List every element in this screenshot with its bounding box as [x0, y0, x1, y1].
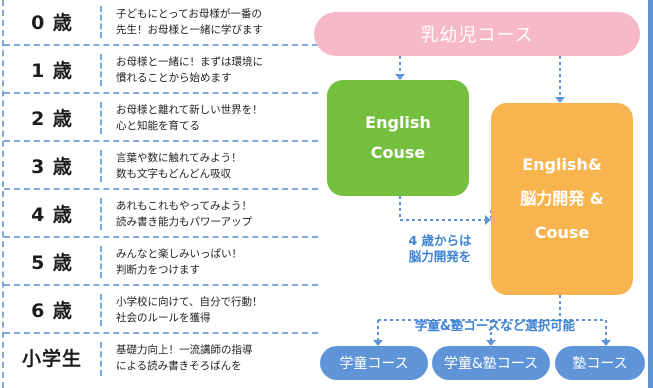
description-line: お母様と離れて新しい世界を！ — [116, 104, 263, 116]
afterschool-course-pill: 学童コース — [320, 346, 428, 380]
age-label: 4 歳 — [31, 204, 73, 226]
age-description: お母様と一緒に！まずは環境に 慣れることから始めます — [116, 54, 316, 86]
description-line: による読み書きそろばんを — [116, 360, 242, 372]
description-line: みんなと楽しみいっぱい！ — [116, 248, 242, 260]
age-description: 言葉や数に触れてみよう！ 数も文字もどんどん吸収 — [116, 150, 316, 182]
age-label: 3 歳 — [31, 156, 73, 178]
age-label: 6 歳 — [31, 300, 73, 322]
description-line: 先生！お母様と一緒に学びます — [116, 24, 263, 36]
age-table-left-border — [2, 0, 316, 388]
description-line: 言葉や数に触れてみよう！ — [116, 152, 242, 164]
arrowhead-down-icon — [373, 340, 383, 346]
age-description: 小学校に向けて、自分で行動！ 社会のルールを獲得 — [116, 294, 316, 326]
combined-course-line: English& — [522, 155, 602, 174]
english-course-box: English Couse — [327, 80, 469, 196]
description-line: 子どもにとってお母様が一番の — [116, 8, 262, 20]
arrowhead-down-icon — [395, 74, 405, 80]
description-line: 社会のルールを獲得 — [116, 312, 211, 324]
age-row-3: 3 歳 言葉や数に触れてみよう！ 数も文字もどんどん吸収 — [4, 144, 318, 190]
row-divider — [100, 294, 102, 326]
age-row-elementary: 小学生 基礎力向上！一流講師の指導 による読み書きそろばんを — [4, 336, 318, 382]
combined-course-box: English& 脳力開発 & Couse — [491, 103, 633, 295]
description-line: 数も文字もどんどん吸収 — [116, 168, 231, 180]
description-line: 基礎力向上！一流講師の指導 — [116, 344, 253, 356]
note-line: 脳力開発を — [408, 249, 472, 264]
age-description: お母様と離れて新しい世界を！ 心と知能を育てる — [116, 102, 316, 134]
row-divider — [100, 150, 102, 182]
age-label: 小学生 — [21, 348, 82, 370]
row-divider — [100, 6, 102, 38]
row-divider — [100, 54, 102, 86]
description-line: 慣れることから始めます — [116, 72, 232, 84]
note-line: 4 歳からは — [408, 233, 472, 248]
description-line: 小学校に向けて、自分で行動！ — [116, 296, 263, 308]
age-description: みんなと楽しみいっぱい！ 判断力をつけます — [116, 246, 316, 278]
description-line: お母様と一緒に！まずは環境に — [116, 56, 263, 68]
row-divider — [100, 246, 102, 278]
age-description: あれもこれもやってみよう！ 読み書き能力もパワーアップ — [116, 198, 316, 230]
age-row-0: 0 歳 子どもにとってお母様が一番の 先生！お母様と一緒に学びます — [4, 0, 318, 46]
age-row-1: 1 歳 お母様と一緒に！まずは環境に 慣れることから始めます — [4, 48, 318, 94]
arrowhead-down-icon — [555, 97, 565, 103]
description-line: あれもこれもやってみよう！ — [116, 200, 252, 212]
description-line: 心と知能を育てる — [116, 120, 200, 132]
description-line: 読み書き能力もパワーアップ — [116, 216, 253, 228]
english-course-line: English — [365, 113, 431, 132]
selectable-courses-label: 学童&塾コースなど選択可能 — [414, 318, 576, 333]
brain-development-note: 4 歳からは 脳力開発を — [392, 233, 488, 265]
combined-course-line: 脳力開発 & — [520, 189, 604, 208]
description-line: 判断力をつけます — [116, 264, 200, 276]
age-description: 基礎力向上！一流講師の指導 による読み書きそろばんを — [116, 342, 316, 374]
combined-course-line: Couse — [534, 223, 590, 242]
arrowhead-down-icon — [486, 340, 496, 346]
row-divider — [100, 198, 102, 230]
row-divider — [100, 342, 102, 376]
age-description: 子どもにとってお母様が一番の 先生！お母様と一緒に学びます — [116, 6, 316, 38]
age-label: 0 歳 — [31, 12, 73, 34]
english-course-line: Couse — [370, 143, 426, 162]
age-label: 1 歳 — [31, 60, 73, 82]
right-edge-bar — [648, 0, 653, 388]
age-row-6: 6 歳 小学校に向けて、自分で行動！ 社会のルールを獲得 — [4, 288, 318, 334]
cram-course-pill: 塾コース — [555, 346, 645, 380]
afterschool-cram-course-pill: 学童&塾コース — [432, 346, 550, 380]
connector-english-to-combined — [399, 196, 485, 221]
age-row-5: 5 歳 みんなと楽しみいっぱい！ 判断力をつけます — [4, 240, 318, 286]
arrowhead-down-icon — [601, 340, 611, 346]
row-divider — [100, 102, 102, 134]
infant-course-box: 乳幼児コース — [314, 12, 640, 56]
arrowhead-right-icon — [485, 215, 491, 225]
age-label: 5 歳 — [31, 252, 73, 274]
age-label: 2 歳 — [31, 108, 73, 130]
age-row-2: 2 歳 お母様と離れて新しい世界を！ 心と知能を育てる — [4, 96, 318, 142]
age-row-4: 4 歳 あれもこれもやってみよう！ 読み書き能力もパワーアップ — [4, 192, 318, 238]
